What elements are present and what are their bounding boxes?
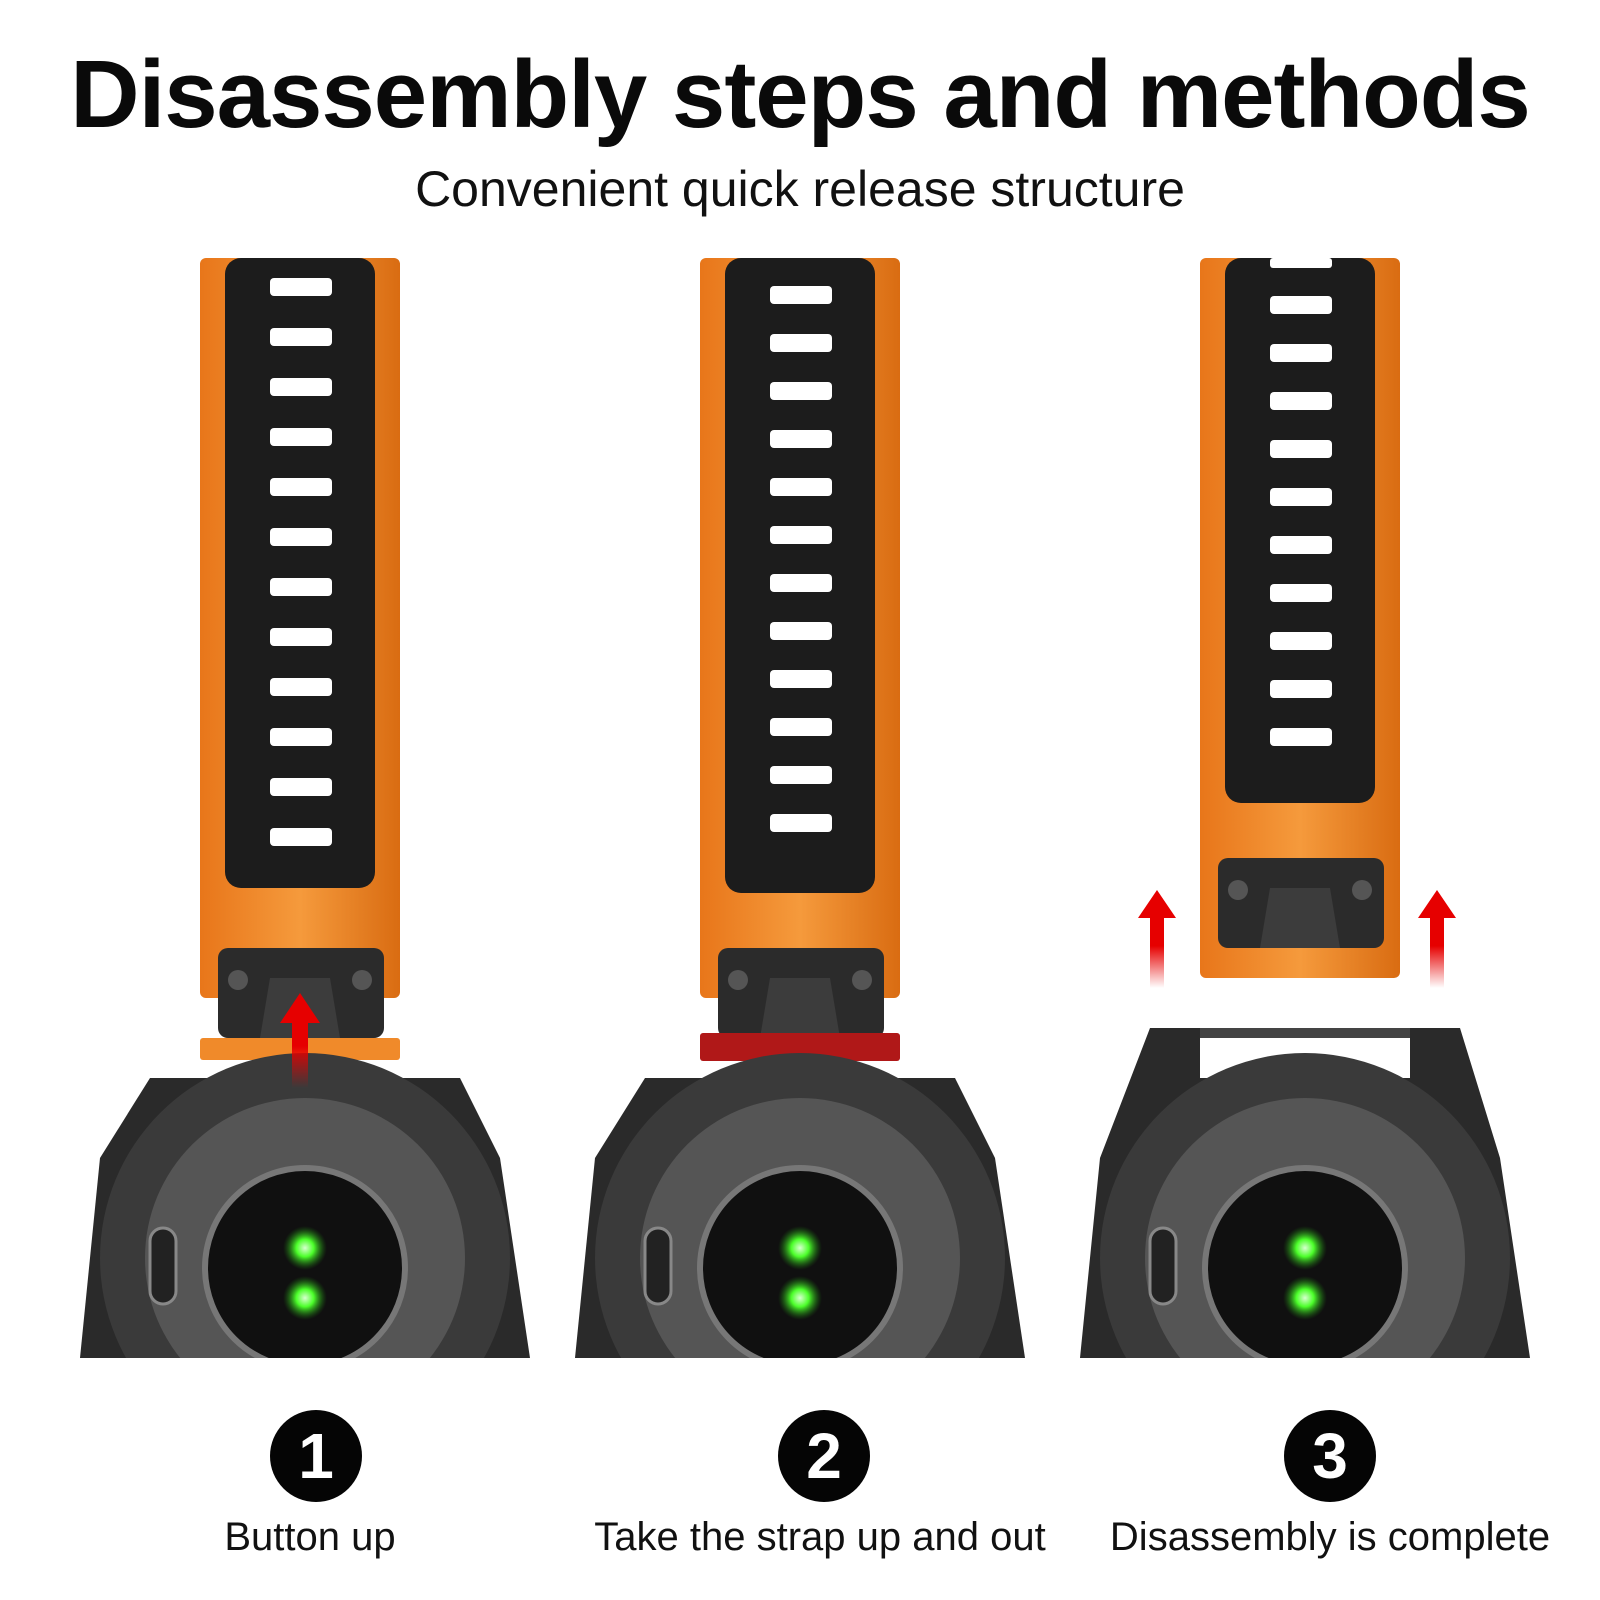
step-1-badge: 1 (270, 1410, 362, 1502)
step-2-illustration (555, 258, 1055, 1398)
up-arrow-icon (280, 993, 320, 1088)
step-3-badge: 3 (1284, 1410, 1376, 1502)
up-arrow-icon (1418, 890, 1456, 988)
step-2-caption: Take the strap up and out (594, 1515, 1046, 1559)
step-2-badge: 2 (778, 1410, 870, 1502)
step-1-caption: Button up (224, 1515, 396, 1559)
step-3-illustration (1060, 258, 1560, 1398)
step-3-caption: Disassembly is complete (1109, 1515, 1551, 1559)
step-1-illustration (60, 258, 560, 1398)
up-arrow-icon (1138, 890, 1176, 988)
page-subtitle: Convenient quick release structure (415, 161, 1185, 217)
page-title: Disassembly steps and methods (70, 41, 1531, 148)
